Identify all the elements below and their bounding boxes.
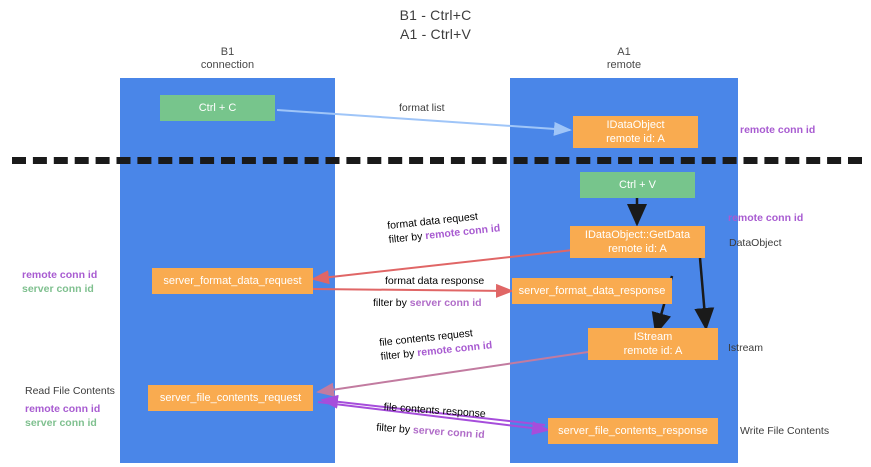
node-ctrl-c-label: Ctrl + C xyxy=(198,102,237,114)
filter-prefix: filter by xyxy=(388,230,426,246)
node-server-format-data-response-label: server_format_data_response xyxy=(518,285,666,297)
filter-key-server-conn-id: server conn id xyxy=(409,297,482,309)
node-server-file-contents-response-label: server_file_contents_response xyxy=(558,425,708,437)
edge-label-group-format-data-request: format data request filter by remote con… xyxy=(387,207,501,247)
edge-label-group-file-contents-response: file contents response filter by server … xyxy=(376,400,487,442)
annotation-left-bottom-remote-conn-id: remote conn id xyxy=(25,403,101,415)
page-title: B1 - Ctrl+C A1 - Ctrl+V xyxy=(0,6,871,44)
node-server-format-data-response[interactable]: server_format_data_response xyxy=(512,278,672,304)
filter-key-server-conn-id: server conn id xyxy=(412,424,485,442)
edge-label-group-format-data-response: format data response filter by server co… xyxy=(373,274,485,310)
annotation-left-remote-conn-id: remote conn id xyxy=(22,269,98,281)
annotation-right-data-object: DataObject xyxy=(729,237,782,249)
node-ctrl-v-label: Ctrl + V xyxy=(619,179,656,191)
annotation-right-remote-conn-id-mid: remote conn id xyxy=(728,212,804,224)
edge-label-group-file-contents-request: file contents request filter by remote c… xyxy=(379,324,493,364)
node-idataobject-getdata-subtitle: remote id: A xyxy=(608,243,667,255)
node-server-format-data-request[interactable]: server_format_data_request xyxy=(152,268,313,294)
node-server-file-contents-request-label: server_file_contents_request xyxy=(159,392,302,404)
node-server-format-data-request-label: server_format_data_request xyxy=(163,275,302,287)
annotation-left-server-conn-id: server conn id xyxy=(22,283,94,295)
edge-label-format-list: format list xyxy=(399,102,445,114)
node-server-file-contents-request[interactable]: server_file_contents_request xyxy=(148,385,313,411)
section-divider xyxy=(12,157,862,164)
column-header-a1-name: A1 xyxy=(617,46,631,58)
filter-prefix: filter by xyxy=(373,297,410,309)
edge-label-file-contents-response-filter: filter by server conn id xyxy=(376,421,485,443)
annotation-left-read-file-contents: Read File Contents xyxy=(25,385,115,397)
column-header-a1: A1 remote xyxy=(510,46,738,72)
title-line-2: A1 - Ctrl+V xyxy=(399,26,472,42)
annotation-right-write-file-contents: Write File Contents xyxy=(740,425,830,437)
annotation-left-bottom-server-conn-id: server conn id xyxy=(25,417,97,429)
node-idataobject-getdata[interactable]: IDataObject::GetData remote id: A xyxy=(570,226,705,258)
node-ctrl-c[interactable]: Ctrl + C xyxy=(160,95,275,121)
column-header-b1: B1 connection xyxy=(120,46,335,72)
column-header-b1-sub: connection xyxy=(200,59,255,71)
node-idataobject-title: IDataObject xyxy=(606,119,665,131)
title-line-1: B1 - Ctrl+C xyxy=(399,7,472,23)
edge-label-file-contents-response: file contents response xyxy=(383,401,487,421)
annotation-right-remote-conn-id-top: remote conn id xyxy=(740,124,816,136)
node-istream[interactable]: IStream remote id: A xyxy=(588,328,718,360)
node-idataobject-getdata-title: IDataObject::GetData xyxy=(584,229,691,241)
node-istream-subtitle: remote id: A xyxy=(623,345,683,357)
node-idataobject-subtitle: remote id: A xyxy=(606,133,665,145)
column-header-a1-sub: remote xyxy=(606,59,642,71)
node-idataobject[interactable]: IDataObject remote id: A xyxy=(573,116,698,148)
annotation-right-istream: Istream xyxy=(728,342,764,354)
node-server-file-contents-response[interactable]: server_file_contents_response xyxy=(548,418,718,444)
column-header-b1-name: B1 xyxy=(220,46,235,58)
filter-prefix: filter by xyxy=(375,421,414,437)
edge-label-format-data-response-filter: filter by server conn id xyxy=(373,296,484,310)
node-istream-title: IStream xyxy=(633,331,673,343)
edge-label-format-data-response: format data response xyxy=(385,275,485,287)
filter-prefix: filter by xyxy=(380,347,418,363)
node-ctrl-v[interactable]: Ctrl + V xyxy=(580,172,695,198)
